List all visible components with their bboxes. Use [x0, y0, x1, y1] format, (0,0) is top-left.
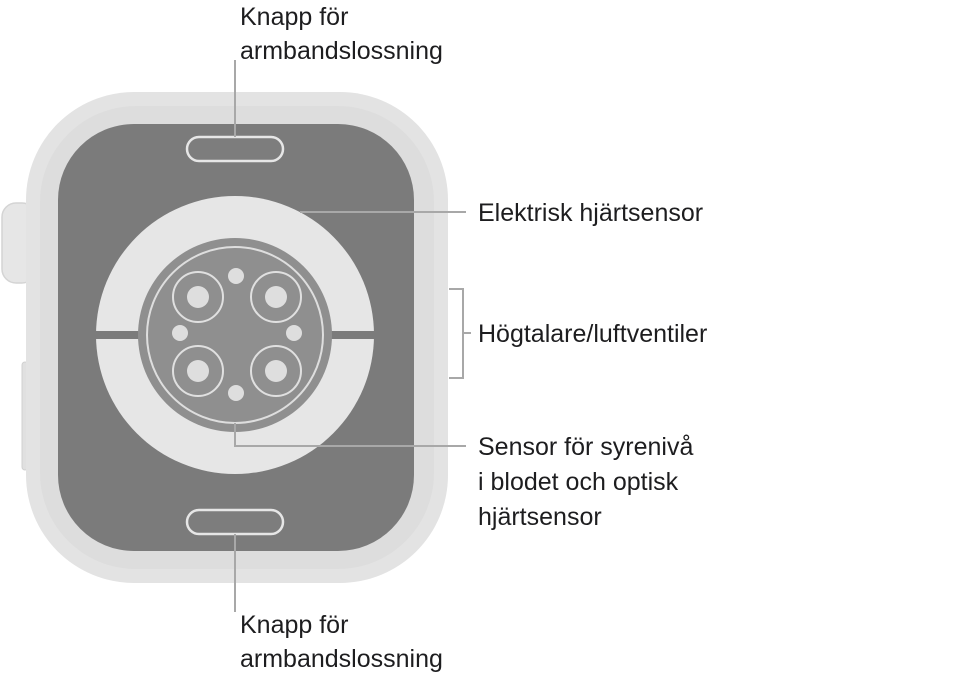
speaker-bracket: [449, 288, 464, 379]
label-electrical-heart-sensor: Elektrisk hjärtsensor: [478, 199, 703, 227]
optical-sensor-top-left: [172, 271, 224, 323]
label-band-release-top-line1: Knapp för: [240, 3, 348, 31]
label-band-release-top: Knapp för armbandslossning: [240, 3, 443, 65]
led-top: [228, 268, 244, 284]
band-release-button-bottom: [185, 508, 285, 536]
label-band-release-top-line2: armbandslossning: [240, 37, 443, 65]
leader-line-optical-sensor: [234, 423, 466, 447]
leader-lines: [234, 60, 471, 612]
led-right: [286, 325, 302, 341]
label-optical-line3: hjärtsensor: [478, 503, 602, 531]
label-optical-line2: i blodet och optisk: [478, 468, 679, 496]
optical-sensor-bottom-left: [172, 345, 224, 397]
sensor-assembly: [90, 196, 380, 474]
label-band-release-bottom-line2: armbandslossning: [240, 645, 443, 673]
label-optical-line1: Sensor för syrenivå: [478, 433, 693, 461]
label-blood-oxygen-optical-sensor: Sensor för syrenivå i blodet och optisk …: [478, 433, 700, 531]
led-left: [172, 325, 188, 341]
optical-sensor-bottom-right: [250, 345, 302, 397]
sensor-core: [138, 238, 332, 432]
led-bottom: [228, 385, 244, 401]
optical-sensor-top-right: [250, 271, 302, 323]
label-band-release-bottom: Knapp för armbandslossning: [240, 611, 443, 673]
band-release-button-top: [185, 135, 285, 163]
label-speaker-air-vents: Högtalare/luftventiler: [478, 320, 707, 348]
label-band-release-bottom-line1: Knapp för: [240, 611, 348, 639]
